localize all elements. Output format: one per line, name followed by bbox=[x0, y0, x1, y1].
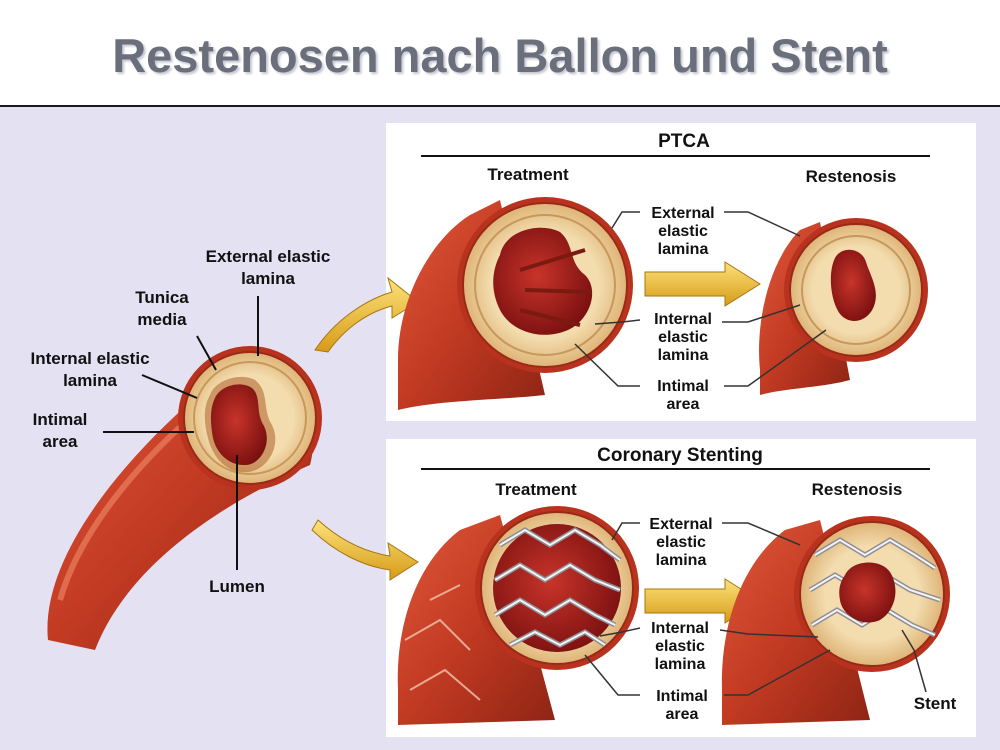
stenting-internal-3: lamina bbox=[655, 656, 706, 673]
stenting-intimal-2: area bbox=[666, 706, 699, 723]
stenting-heading: Coronary Stenting bbox=[597, 445, 763, 466]
ptca-intimal-2: area bbox=[667, 396, 700, 413]
stenting-treatment-label: Treatment bbox=[495, 480, 577, 499]
main-artery-internal-lamina bbox=[193, 361, 307, 475]
label-external-elastic-1: External elastic bbox=[206, 247, 331, 266]
ptca-treatment-vessel bbox=[398, 197, 633, 410]
ptca-restenosis-label: Restenosis bbox=[806, 167, 897, 186]
leader-tunica-media bbox=[196, 335, 217, 371]
main-artery-illustration bbox=[47, 346, 322, 650]
stenting-external-1: External bbox=[649, 516, 712, 533]
stent-mesh-highlight-treatment bbox=[494, 528, 621, 647]
label-lumen: Lumen bbox=[209, 577, 265, 596]
label-intimal-1: Intimal bbox=[33, 410, 88, 429]
title-divider bbox=[0, 105, 1000, 107]
ptca-restenosis-vessel bbox=[759, 218, 928, 395]
main-labels: External elastic lamina Tunica media Int… bbox=[30, 247, 330, 596]
diagram-stage: External elastic lamina Tunica media Int… bbox=[0, 107, 1000, 750]
label-intimal-2: area bbox=[43, 432, 79, 451]
ptca-heading: PTCA bbox=[658, 131, 710, 152]
ptca-treatment-label: Treatment bbox=[487, 165, 569, 184]
stenting-internal-1: Internal bbox=[651, 620, 709, 637]
ptca-external-1: External bbox=[651, 205, 714, 222]
stenting-stent-label: Stent bbox=[914, 694, 957, 713]
stenting-section: Coronary Stenting Treatment Restenosis bbox=[397, 445, 957, 725]
stenting-internal-2: elastic bbox=[655, 638, 705, 655]
ptca-internal-3: lamina bbox=[658, 347, 709, 364]
arrow-to-stenting bbox=[311, 519, 419, 581]
slide-title: Restenosen nach Ballon und Stent bbox=[112, 29, 888, 82]
ptca-internal-2: elastic bbox=[658, 329, 708, 346]
ptca-leader-lines bbox=[574, 211, 827, 387]
label-tunica-1: Tunica bbox=[135, 288, 189, 307]
stenting-external-2: elastic bbox=[656, 534, 706, 551]
ptca-progress-arrow bbox=[644, 261, 761, 307]
main-leader-lines bbox=[103, 296, 259, 570]
stenting-external-3: lamina bbox=[656, 552, 707, 569]
stenting-treatment-vessel bbox=[397, 506, 639, 725]
stenting-intimal-1: Intimal bbox=[656, 688, 708, 705]
stenting-restenosis-vessel bbox=[721, 516, 950, 725]
ptca-section: PTCA Treatment Restenosis bbox=[398, 131, 930, 413]
label-internal-elastic-1: Internal elastic bbox=[30, 349, 149, 368]
ptca-external-2: elastic bbox=[658, 223, 708, 240]
stenting-leader-lines bbox=[584, 522, 927, 696]
ptca-internal-1: Internal bbox=[654, 311, 712, 328]
leader-internal-elastic bbox=[141, 374, 198, 399]
label-internal-elastic-2: lamina bbox=[63, 371, 117, 390]
label-external-elastic-2: lamina bbox=[241, 269, 295, 288]
ptca-intimal-1: Intimal bbox=[657, 378, 709, 395]
stenting-restenosis-label: Restenosis bbox=[812, 480, 903, 499]
label-tunica-2: media bbox=[137, 310, 187, 329]
ptca-external-3: lamina bbox=[658, 241, 709, 258]
artery-diagram: External elastic lamina Tunica media Int… bbox=[30, 131, 957, 725]
main-artery-lumen bbox=[210, 384, 267, 466]
